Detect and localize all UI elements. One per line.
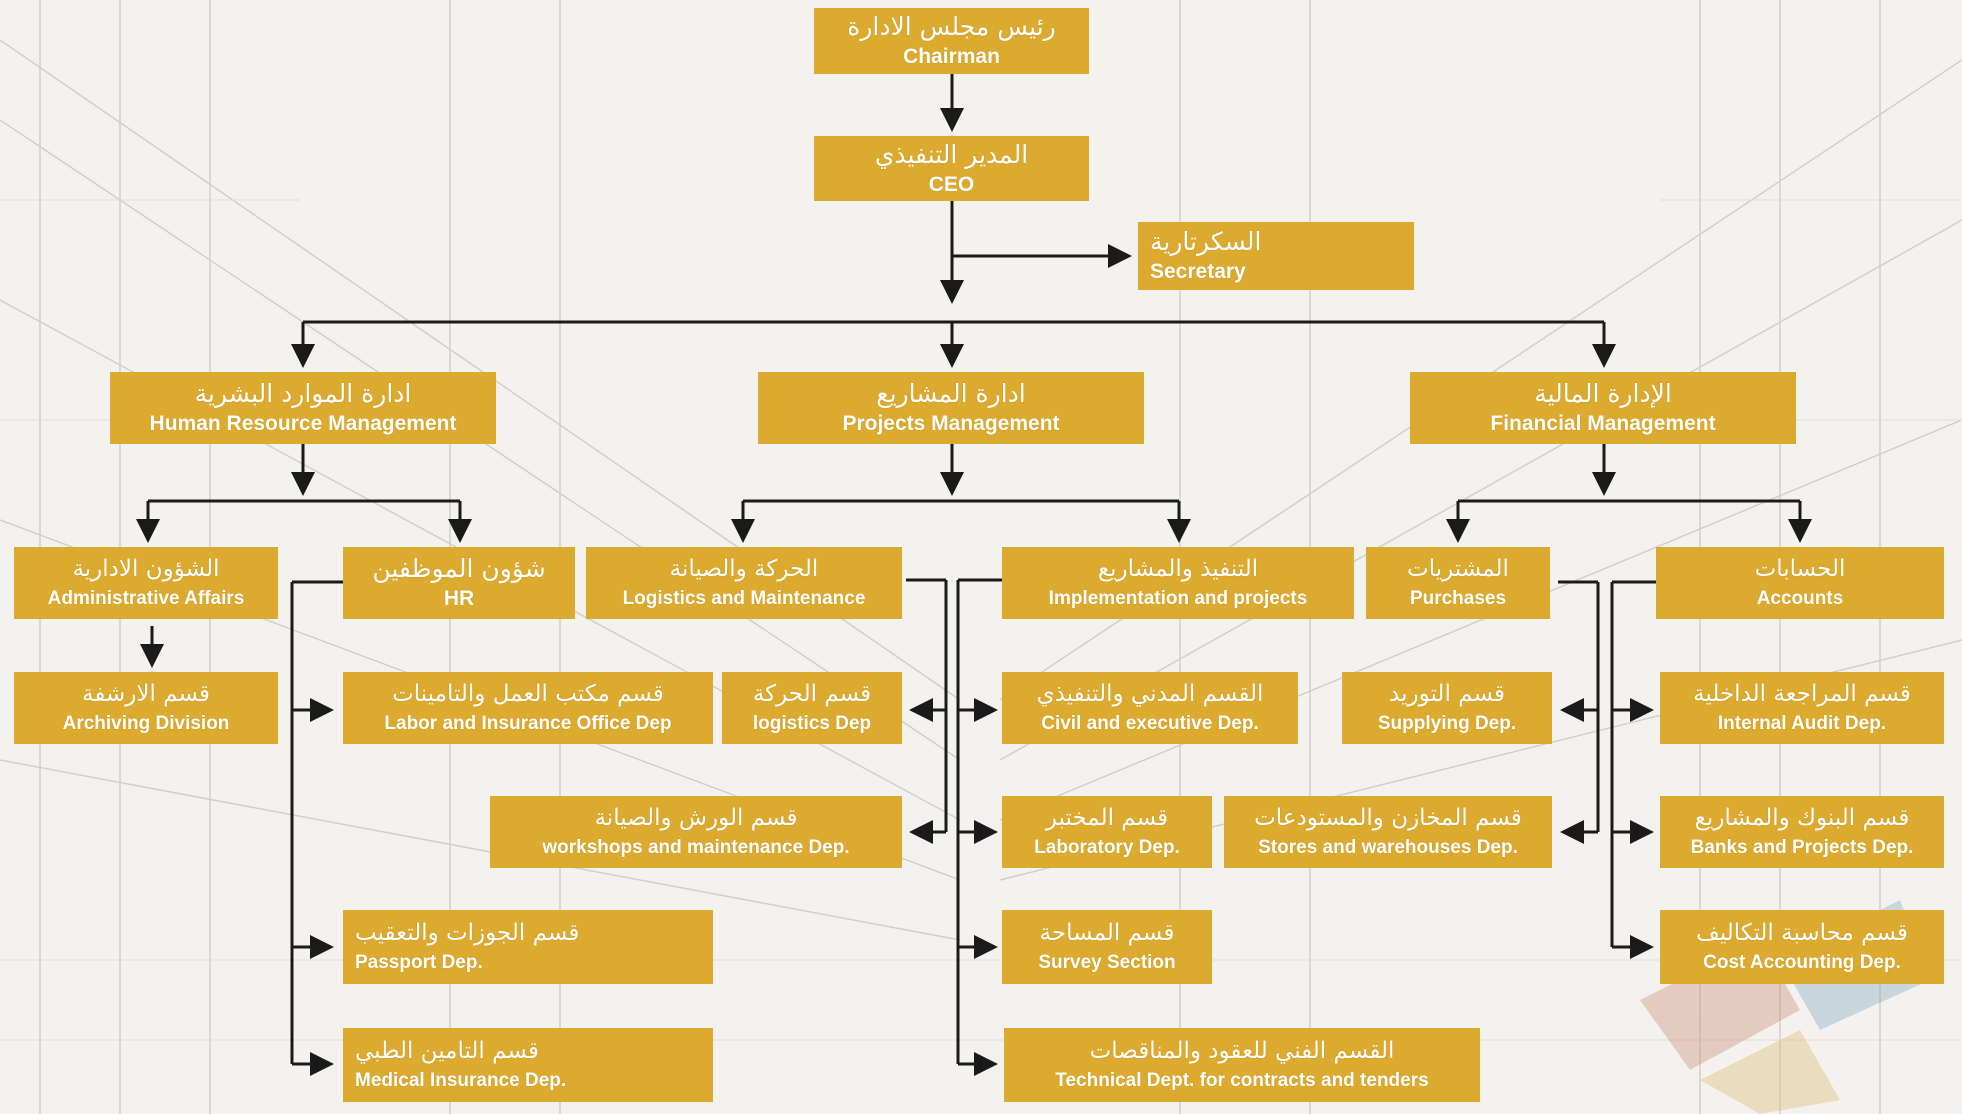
logistics-dep-box: قسم الحركة logistics Dep (722, 672, 902, 744)
ceo-label-en: CEO (928, 172, 975, 196)
civil-exec-box: القسم المدني والتنفيذي Civil and executi… (1002, 672, 1298, 744)
laboratory-label-ar: قسم المختبر (1045, 805, 1169, 831)
workshops-label-en: workshops and maintenance Dep. (542, 837, 850, 858)
admin-affairs-label-en: Administrative Affairs (47, 588, 245, 609)
ceo-box: المدير التنفيذي CEO (814, 136, 1089, 201)
implementation-label-en: Implementation and projects (1048, 588, 1308, 609)
technical-contracts-box: القسم الفني للعقود والمناقصات Technical … (1004, 1028, 1480, 1102)
logistics-maintenance-label-en: Logistics and Maintenance (622, 588, 866, 609)
labor-insurance-box: قسم مكتب العمل والتامينات Labor and Insu… (343, 672, 713, 744)
accounts-label-en: Accounts (1756, 588, 1844, 609)
civil-exec-label-en: Civil and executive Dep. (1041, 713, 1259, 734)
ceo-label-ar: المدير التنفيذي (874, 139, 1029, 169)
survey-label-ar: قسم المساحة (1039, 920, 1175, 946)
chairman-label-en: Chairman (903, 45, 1000, 68)
medical-insurance-box: قسم التامين الطبي Medical Insurance Dep. (343, 1028, 713, 1102)
laboratory-label-en: Laboratory Dep. (1034, 837, 1180, 858)
secretary-label-ar: السكرتارية (1150, 227, 1262, 256)
financial-management-label-en: Financial Management (1490, 412, 1716, 435)
technical-contracts-label-en: Technical Dept. for contracts and tender… (1055, 1070, 1429, 1091)
medical-insurance-label-ar: قسم التامين الطبي (355, 1038, 539, 1064)
projects-management-label-en: Projects Management (842, 412, 1060, 435)
banks-projects-label-ar: قسم البنوك والمشاريع (1694, 805, 1910, 831)
medical-insurance-label-en: Medical Insurance Dep. (355, 1070, 567, 1091)
hr-label-en: HR (443, 587, 475, 610)
logistics-maintenance-label-ar: الحركة والصيانة (669, 556, 819, 582)
survey-box: قسم المساحة Survey Section (1002, 910, 1212, 984)
projects-management-box: ادارة المشاريع Projects Management (758, 372, 1144, 444)
technical-contracts-label-ar: القسم الفني للعقود والمناقصات (1089, 1038, 1395, 1064)
financial-management-label-ar: الإدارة المالية (1534, 379, 1672, 408)
cost-accounting-box: قسم محاسبة التكاليف Cost Accounting Dep. (1660, 910, 1944, 984)
civil-exec-label-ar: القسم المدني والتنفيذي (1036, 681, 1264, 707)
supplying-label-en: Supplying Dep. (1377, 713, 1517, 734)
financial-management-box: الإدارة المالية Financial Management (1410, 372, 1796, 444)
logistics-maintenance-box: الحركة والصيانة Logistics and Maintenanc… (586, 547, 902, 619)
implementation-box: التنفيذ والمشاريع Implementation and pro… (1002, 547, 1354, 619)
banks-projects-label-en: Banks and Projects Dep. (1690, 837, 1914, 858)
internal-audit-box: قسم المراجعة الداخلية Internal Audit Dep… (1660, 672, 1944, 744)
secretary-label-en: Secretary (1150, 260, 1246, 283)
workshops-label-ar: قسم الورش والصيانة (594, 805, 798, 831)
internal-audit-label-ar: قسم المراجعة الداخلية (1693, 681, 1911, 707)
purchases-label-en: Purchases (1409, 588, 1507, 609)
archiving-label-en: Archiving Division (62, 713, 230, 734)
projects-management-label-ar: ادارة المشاريع (876, 379, 1026, 408)
hr-label-ar: شؤون الموظفين (372, 554, 546, 583)
accounts-label-ar: الحسابات (1754, 556, 1846, 582)
logistics-dep-label-ar: قسم الحركة (752, 681, 872, 707)
labor-insurance-label-en: Labor and Insurance Office Dep (384, 713, 672, 734)
cost-accounting-label-en: Cost Accounting Dep. (1703, 952, 1901, 973)
chairman-box: رئيس مجلس الادارة Chairman (814, 8, 1089, 74)
stores-box: قسم المخازن والمستودعات Stores and wareh… (1224, 796, 1552, 868)
archiving-box: قسم الارشفة Archiving Division (14, 672, 278, 744)
supplying-box: قسم التوريد Supplying Dep. (1342, 672, 1552, 744)
accounts-box: الحسابات Accounts (1656, 547, 1944, 619)
supplying-label-ar: قسم التوريد (1389, 681, 1505, 707)
chairman-label-ar: رئيس مجلس الادارة (847, 12, 1056, 41)
internal-audit-label-en: Internal Audit Dep. (1717, 713, 1887, 734)
workshops-box: قسم الورش والصيانة workshops and mainten… (490, 796, 902, 868)
implementation-label-ar: التنفيذ والمشاريع (1097, 556, 1259, 582)
admin-affairs-box: الشؤون الادارية Administrative Affairs (14, 547, 278, 619)
stores-label-ar: قسم المخازن والمستودعات (1254, 805, 1522, 831)
passport-label-ar: قسم الجوزات والتعقيب (355, 920, 580, 946)
labor-insurance-label-ar: قسم مكتب العمل والتامينات (392, 681, 664, 707)
logistics-dep-label-en: logistics Dep (752, 713, 872, 734)
archiving-label-ar: قسم الارشفة (82, 681, 210, 707)
stores-label-en: Stores and warehouses Dep. (1258, 837, 1518, 858)
hr-box: شؤون الموظفين HR (343, 547, 575, 619)
banks-projects-box: قسم البنوك والمشاريع Banks and Projects … (1660, 796, 1944, 868)
passport-label-en: Passport Dep. (355, 952, 483, 973)
hr-management-label-ar: ادارة الموارد البشرية (194, 379, 412, 408)
survey-label-en: Survey Section (1038, 952, 1176, 973)
laboratory-box: قسم المختبر Laboratory Dep. (1002, 796, 1212, 868)
hr-management-box: ادارة الموارد البشرية Human Resource Man… (110, 372, 496, 444)
hr-management-label-en: Human Resource Management (149, 412, 457, 435)
passport-box: قسم الجوزات والتعقيب Passport Dep. (343, 910, 713, 984)
admin-affairs-label-ar: الشؤون الادارية (72, 556, 220, 582)
purchases-label-ar: المشتريات (1407, 556, 1509, 582)
cost-accounting-label-ar: قسم محاسبة التكاليف (1696, 920, 1908, 946)
secretary-box: السكرتارية Secretary (1138, 222, 1414, 290)
purchases-box: المشتريات Purchases (1366, 547, 1550, 619)
